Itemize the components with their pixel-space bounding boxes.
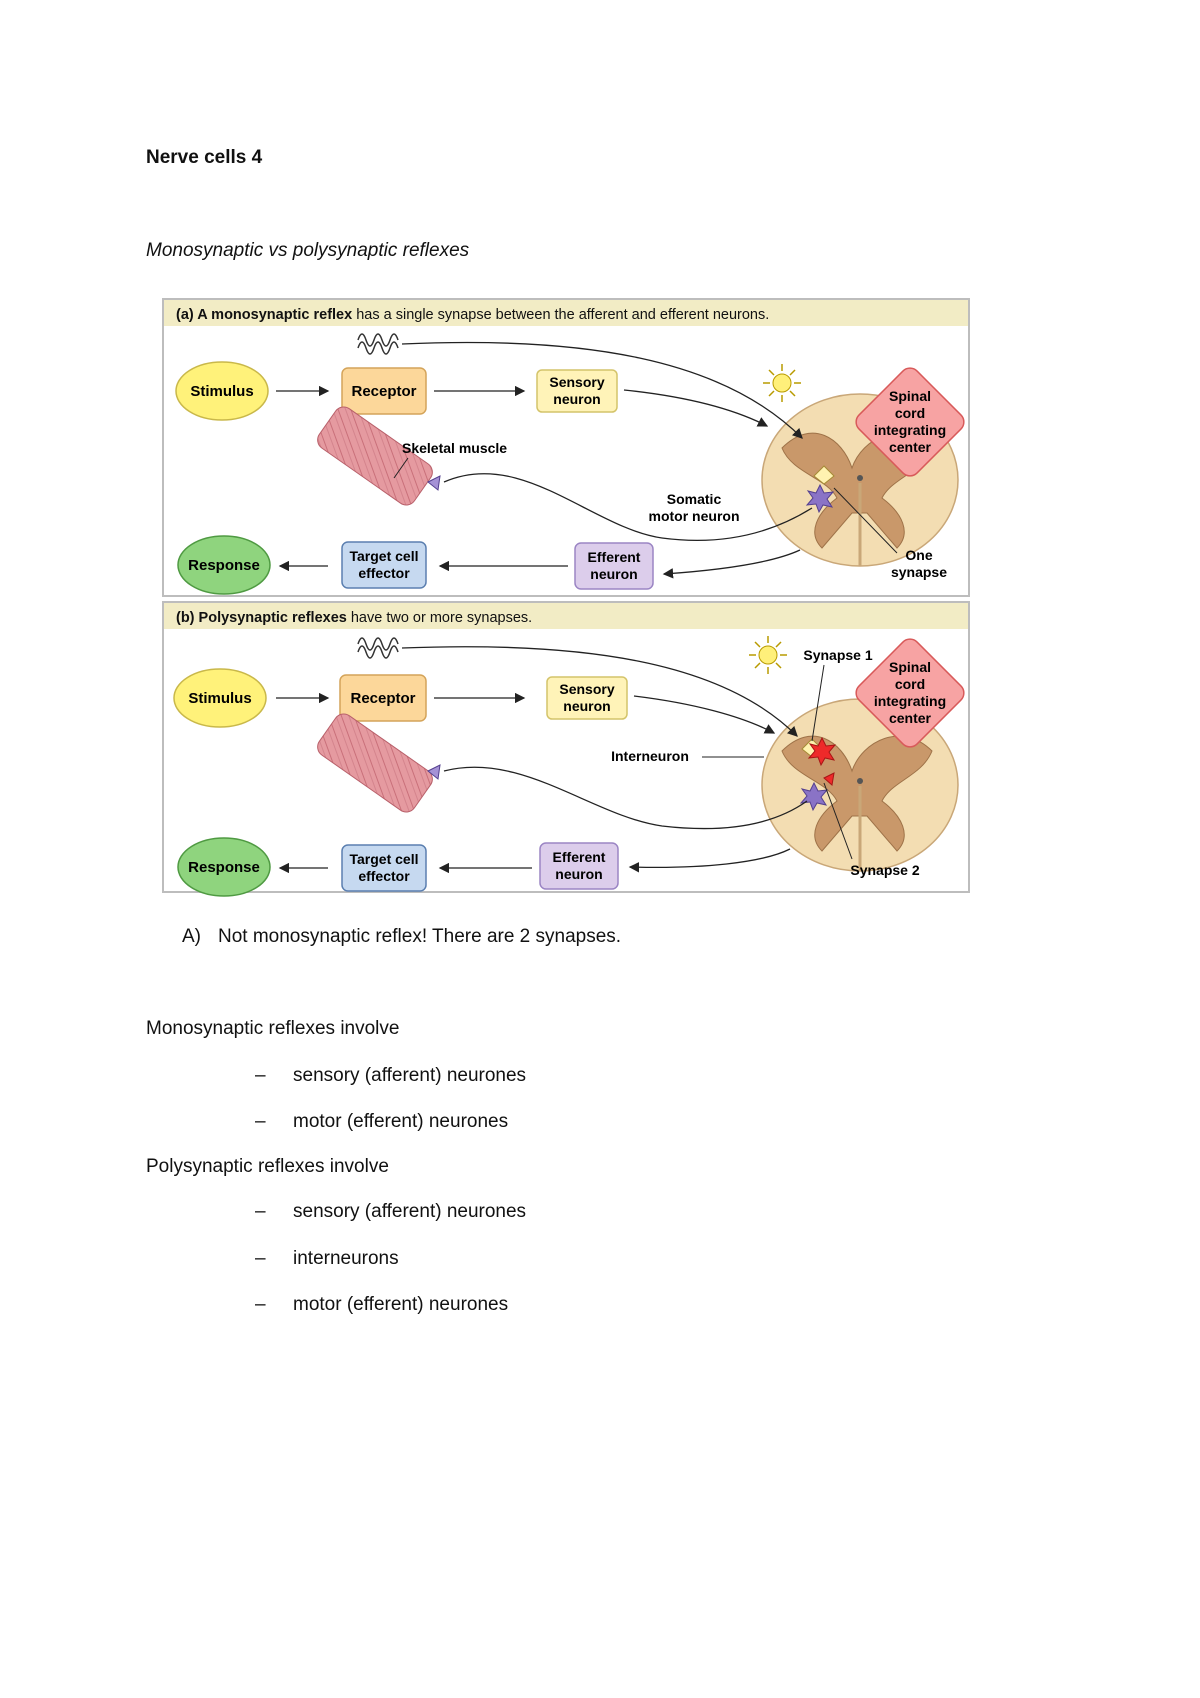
response-node: [177, 837, 271, 897]
bullet-dash: –: [255, 1065, 266, 1086]
receptor-node: [339, 674, 427, 722]
panel-a-heading: (a) A monosynaptic reflex has a single s…: [176, 307, 769, 323]
target-cell-node: [341, 844, 427, 892]
response-node: [177, 535, 271, 595]
sensory-label-line1: Sensory: [549, 374, 604, 390]
answer-text: Not monosynaptic reflex! There are 2 syn…: [218, 926, 622, 947]
spinal-label-line4: center: [889, 439, 932, 455]
answer-item: A) Not monosynaptic reflex! There are 2 …: [182, 926, 621, 948]
motor-neuron-cell-icon: [805, 483, 835, 514]
skeletal-muscle-icon: [317, 713, 441, 813]
stimulus-node: [175, 361, 269, 421]
spinal-integrating-center: Spinal cord integrating center: [855, 638, 965, 748]
panel-a: (a) A monosynaptic reflex has a single s…: [162, 298, 970, 597]
document-title: Nerve cells 4: [146, 147, 263, 168]
stimulus-node: [173, 668, 267, 728]
sensory-label-line2: neuron: [563, 698, 610, 714]
bullet-dash: –: [255, 1111, 266, 1132]
document-subtitle: Monosynaptic vs polysynaptic reflexes: [146, 240, 470, 261]
sensory-neuron-node: [536, 369, 618, 413]
sun-icon: [763, 364, 801, 402]
target-label-line2: effector: [358, 565, 410, 581]
spinal-label-line4: center: [889, 710, 932, 726]
target-cell-node: [341, 541, 427, 589]
efferent-label-line1: Efferent: [553, 849, 606, 865]
interneuron-terminal-icon: [823, 772, 835, 786]
target-label-line1: Target cell: [350, 851, 419, 867]
response-label: Response: [188, 557, 260, 574]
receptor-coil-icon: [357, 333, 399, 355]
skeletal-muscle-icon: [317, 406, 441, 506]
panel-b: (b) Polysynaptic reflexes have two or mo…: [162, 601, 970, 897]
poly-heading: Polysynaptic reflexes involve: [146, 1156, 389, 1177]
mono-item-2: – motor (efferent) neurones: [255, 1111, 508, 1133]
efferent-label-line2: neuron: [590, 566, 637, 582]
reflex-figure: (a) A monosynaptic reflex has a single s…: [162, 298, 970, 898]
spinal-label-line1: Spinal: [889, 388, 931, 404]
poly-item-3: – motor (efferent) neurones: [255, 1294, 508, 1316]
spinal-label-line3: integrating: [874, 693, 946, 709]
poly-item-1-text: sensory (afferent) neurones: [293, 1201, 527, 1222]
skeletal-muscle-label: Skeletal muscle: [402, 440, 507, 456]
poly-item-1: – sensory (afferent) neurones: [255, 1201, 526, 1223]
one-synapse-line1: One: [905, 547, 932, 563]
spinal-label-line2: cord: [895, 676, 925, 692]
receptor-node: [341, 367, 427, 415]
interneuron-label: Interneuron: [611, 748, 689, 764]
mono-item-1: – sensory (afferent) neurones: [255, 1065, 526, 1087]
answer-marker: A): [182, 926, 201, 947]
bullet-dash: –: [255, 1201, 266, 1222]
somatic-label-line2: motor neuron: [649, 508, 740, 524]
synapse2-label: Synapse 2: [850, 862, 919, 878]
spinal-label-line2: cord: [895, 405, 925, 421]
receptor-label: Receptor: [351, 383, 416, 400]
sensory-label-line2: neuron: [553, 391, 600, 407]
spinal-label-line1: Spinal: [889, 659, 931, 675]
spinal-label-line3: integrating: [874, 422, 946, 438]
efferent-label-line1: Efferent: [588, 549, 641, 565]
poly-item-3-text: motor (efferent) neurones: [293, 1294, 509, 1315]
sun-icon: [749, 636, 787, 674]
panel-b-header-band: [164, 603, 968, 629]
stimulus-label: Stimulus: [190, 383, 253, 400]
bullet-dash: –: [255, 1248, 266, 1269]
spinal-integrating-center: Spinal cord integrating center: [855, 367, 965, 477]
response-label: Response: [188, 859, 260, 876]
one-synapse-line2: synapse: [891, 564, 947, 580]
sensory-neuron-node: [546, 676, 628, 720]
panel-a-header-band: [164, 300, 968, 326]
efferent-label-line2: neuron: [555, 866, 602, 882]
bullet-dash: –: [255, 1294, 266, 1315]
poly-item-2: – interneurons: [255, 1248, 399, 1270]
panel-b-heading: (b) Polysynaptic reflexes have two or mo…: [176, 610, 532, 626]
sensory-label-line1: Sensory: [559, 681, 614, 697]
interneuron-cell-icon: [807, 736, 837, 767]
efferent-neuron-node: [539, 842, 619, 890]
poly-item-2-text: interneurons: [293, 1248, 399, 1269]
receptor-coil-icon: [357, 637, 399, 659]
receptor-label: Receptor: [350, 690, 415, 707]
stimulus-label: Stimulus: [188, 690, 251, 707]
somatic-label-line1: Somatic: [667, 491, 722, 507]
mono-heading: Monosynaptic reflexes involve: [146, 1018, 400, 1039]
mono-item-1-text: sensory (afferent) neurones: [293, 1065, 527, 1086]
target-label-line1: Target cell: [350, 548, 419, 564]
synapse1-label: Synapse 1: [803, 647, 872, 663]
reflex-diagram: (a) A monosynaptic reflex has a single s…: [162, 298, 970, 897]
efferent-neuron-node: [574, 542, 654, 590]
mono-item-2-text: motor (efferent) neurones: [293, 1111, 509, 1132]
sensory-terminal-icon: [813, 465, 835, 485]
target-label-line2: effector: [358, 868, 410, 884]
